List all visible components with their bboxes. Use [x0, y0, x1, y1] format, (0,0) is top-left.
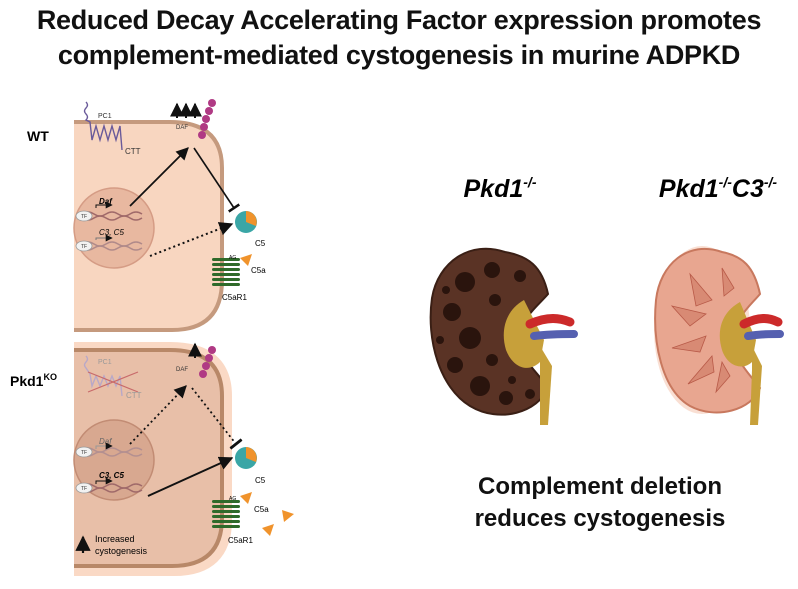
- left-kidney-label: Pkd1-/-: [464, 174, 537, 203]
- ko-c5a: [240, 492, 252, 504]
- svg-text:TF: TF: [81, 486, 87, 492]
- right-kidney-label: Pkd1-/-C3-/-: [659, 174, 778, 203]
- ko-daf-beads: [199, 346, 216, 378]
- wt-inhibit-line: [193, 147, 241, 213]
- ko-pc1: [83, 355, 123, 397]
- wt-daf-beads: [198, 99, 216, 139]
- ko-ctt: CTT: [126, 391, 142, 400]
- wt-ctt: CTT: [125, 147, 141, 156]
- ko-note-2: cystogenesis: [95, 546, 148, 556]
- polycystic-kidney: [429, 247, 578, 425]
- ko-inhibit-dotted: [191, 387, 243, 450]
- wt-daf-arrow: [129, 147, 189, 207]
- svg-text:AG: AG: [229, 496, 236, 502]
- ko-daf-dotted: [129, 385, 187, 445]
- svg-text:TF: TF: [81, 450, 87, 456]
- title-line-1: Reduced Decay Accelerating Factor expres…: [36, 5, 762, 35]
- wt-tf-c3c5: [75, 240, 93, 252]
- svg-text:C5a: C5a: [254, 505, 269, 514]
- wt-gene-c3c5: C3, C5: [99, 228, 124, 237]
- wt-tf-daf: [75, 210, 93, 222]
- svg-text:C5a: C5a: [251, 266, 266, 275]
- wt-c5a: [240, 254, 252, 266]
- ko-gene-c3c5: C3, C5: [99, 471, 124, 480]
- wt-daf-up-arrows: [170, 102, 202, 118]
- caption-line-2: reduces cystogenesis: [474, 505, 726, 532]
- svg-text:PC1: PC1: [98, 113, 112, 120]
- ko-gene-daf: Daf: [99, 437, 112, 446]
- wt-c5ar1: [212, 258, 240, 286]
- svg-text:C5aR1: C5aR1: [228, 536, 253, 545]
- ko-c5ar1: [212, 500, 240, 528]
- title-line-2: complement-mediated cystogenesis in muri…: [57, 40, 741, 70]
- ko-panel: Pkd1KO TF TF Daf C3, C5 PC1 CTT DAF: [10, 342, 294, 576]
- wt-c5: [235, 211, 257, 233]
- ko-c5: [235, 447, 257, 469]
- ko-note-1: Increased: [95, 534, 135, 544]
- ko-c3c5-arrow: [147, 456, 234, 497]
- svg-text:TF: TF: [81, 244, 87, 250]
- ko-label: Pkd1KO: [10, 372, 57, 389]
- wt-label: WT: [27, 128, 49, 144]
- svg-text:C5: C5: [255, 476, 266, 485]
- svg-text:TF: TF: [81, 214, 87, 220]
- wt-daf-label: DAF: [176, 125, 188, 131]
- svg-text:DAF: DAF: [176, 367, 188, 373]
- svg-text:AG: AG: [229, 255, 236, 261]
- caption-line-1: Complement deletion: [477, 473, 723, 500]
- wt-pc1: [83, 101, 123, 151]
- wt-panel: WT TF TF Daf C3, C5 PC1 CTT DAF: [27, 99, 266, 332]
- svg-text:C5aR1: C5aR1: [222, 293, 247, 302]
- svg-text:PC1: PC1: [98, 359, 112, 366]
- svg-text:C5: C5: [255, 239, 266, 248]
- normal-kidney: [654, 246, 784, 425]
